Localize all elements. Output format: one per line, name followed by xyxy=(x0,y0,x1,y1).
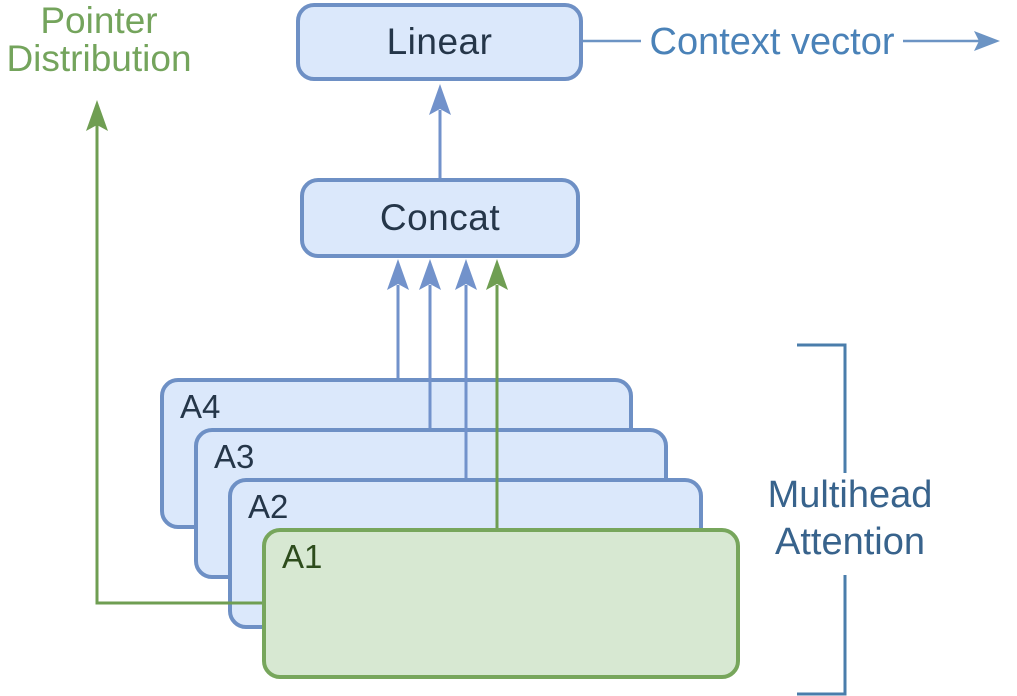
head-label-a2: A2 xyxy=(248,488,289,525)
pointer-distribution-label: Pointer Distribution xyxy=(6,0,192,79)
context-vector-label: Context vector xyxy=(649,21,895,63)
linear-box: Linear xyxy=(296,3,583,81)
concat-to-linear-arrow xyxy=(429,84,451,178)
head-arrow-a4 xyxy=(387,259,409,378)
head-label-a4: A4 xyxy=(180,388,221,425)
linear-label: Linear xyxy=(386,21,493,62)
concat-label: Concat xyxy=(379,197,501,238)
head-label-a1: A1 xyxy=(282,538,323,575)
multihead-attention-label: Multihead Attention xyxy=(767,474,933,563)
head-label-a3: A3 xyxy=(214,438,255,475)
concat-box: Concat xyxy=(300,178,580,258)
head-box-a1: A1 xyxy=(262,528,740,679)
